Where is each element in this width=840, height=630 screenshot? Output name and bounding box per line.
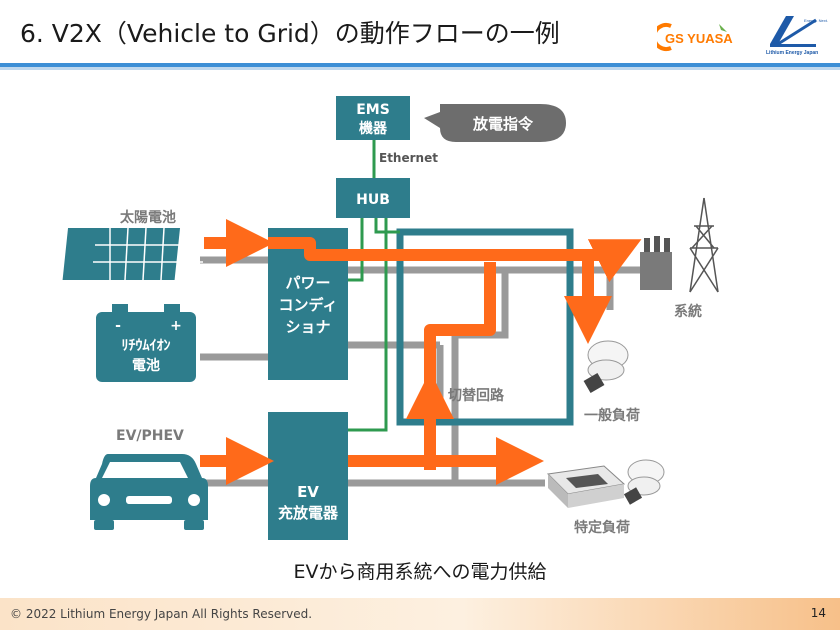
title-rule-light: [0, 67, 840, 70]
switch-circuit-label: 切替回路: [448, 387, 505, 404]
power-conditioner-label-3: ショナ: [285, 318, 330, 336]
gs-yuasa-logo-text: GS YUASA: [665, 31, 733, 46]
page-number: 14: [810, 606, 826, 620]
title-rule: [0, 63, 840, 67]
ev-car-icon: [90, 454, 208, 530]
command-bubble-text: 放電指令: [472, 115, 534, 133]
footer-band: [0, 598, 840, 630]
specific-load-bulb-icon: [623, 459, 665, 505]
ems-label-2: 機器: [359, 120, 388, 137]
lithium-energy-japan-logo: Energy. Next. Lithium Energy Japan: [766, 16, 828, 56]
general-load-label: 一般負荷: [584, 407, 640, 424]
solar-panel-icon: [62, 227, 205, 281]
lej-tagline: Energy. Next.: [804, 18, 828, 23]
power-conditioner-label-1: パワー: [285, 274, 330, 292]
flow-pcs-to-grid: [268, 237, 642, 283]
battery-icon: [96, 304, 196, 382]
grid-label: 系統: [674, 303, 702, 320]
hub-label: HUB: [356, 192, 390, 208]
transformer-icon: [640, 236, 672, 290]
ethernet-wiring: [346, 140, 400, 432]
power-flow-arrows: [200, 219, 642, 485]
battery-label-2: 電池: [132, 357, 160, 374]
battery-label-1: ﾘﾁｳﾑｲｵﾝ: [122, 338, 171, 354]
ems-box: [336, 96, 410, 140]
ev-charger-box: [268, 412, 348, 540]
slide-title: 6. V2X（Vehicle to Grid）の動作フローの一例: [20, 19, 560, 48]
copyright-footer: © 2022 Lithium Energy Japan All Rights R…: [10, 607, 313, 621]
v2x-flow-diagram: 切替回路 Ethernet EMS 機器 放電指令 HUB パワー コンディ シ…: [62, 96, 719, 540]
diagram-caption: EVから商用系統への電力供給: [293, 561, 547, 583]
specific-load-label: 特定負荷: [574, 519, 630, 536]
hub-box: [336, 178, 410, 218]
ems-label: EMS: [356, 102, 390, 118]
lej-name: Lithium Energy Japan: [766, 50, 818, 56]
ev-charger-label-1: EV: [297, 483, 319, 501]
ceiling-ac-icon: [546, 465, 626, 508]
general-load-bulb-icon: [583, 340, 629, 394]
battery-plus: +: [170, 318, 182, 334]
power-conditioner-label-2: コンディ: [279, 296, 338, 314]
command-bubble: [424, 104, 566, 142]
battery-minus: -: [115, 318, 121, 334]
ev-label: EV/PHEV: [116, 428, 184, 444]
transmission-tower-icon: [689, 197, 719, 293]
ethernet-label: Ethernet: [379, 151, 438, 165]
solar-label: 太陽電池: [120, 209, 176, 226]
gs-yuasa-logo: GS YUASA: [657, 23, 733, 51]
ev-charger-label-2: 充放電器: [278, 504, 339, 522]
